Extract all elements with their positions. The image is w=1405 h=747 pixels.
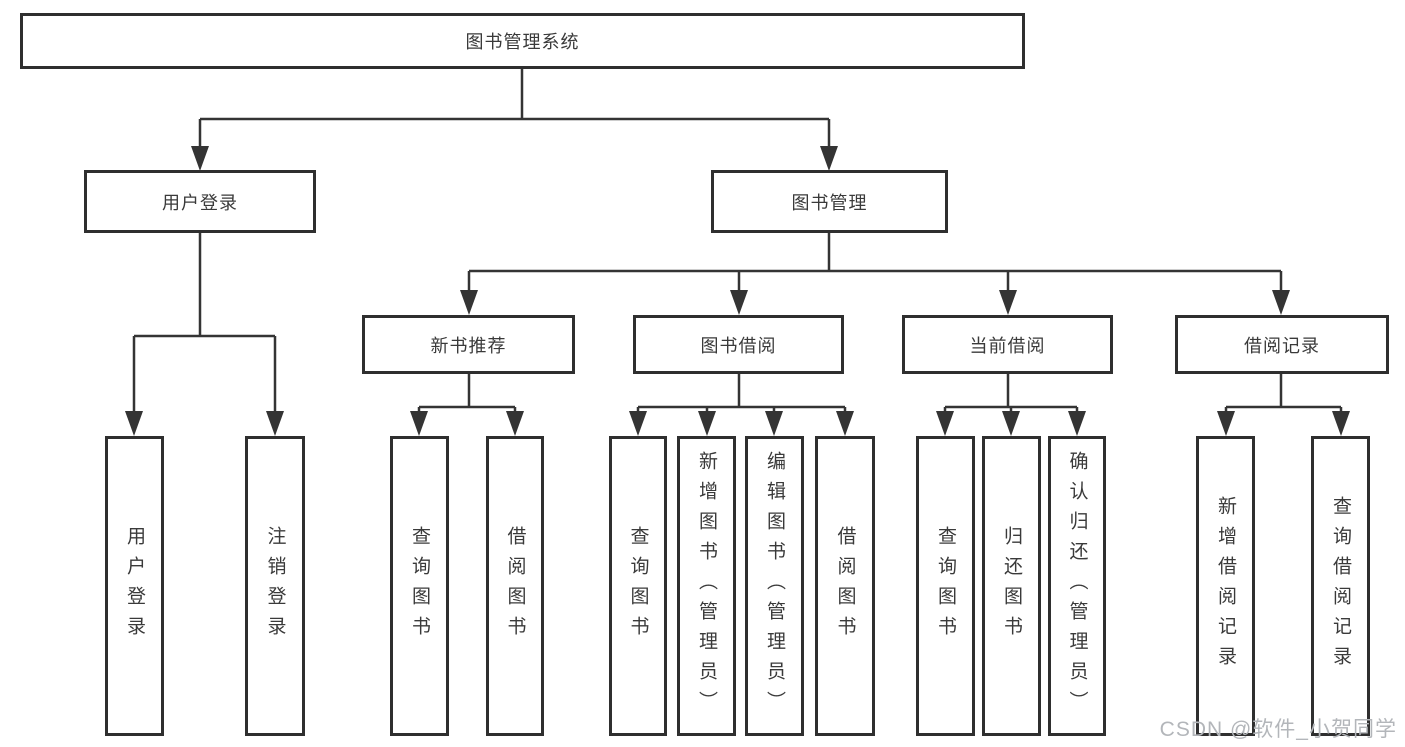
leaf-add-borrow-record: 新增借阅记录	[1196, 436, 1255, 736]
leaf-borrow-books: 借阅图书	[815, 436, 875, 736]
node-borrow-records: 借阅记录	[1175, 315, 1389, 374]
leaf-add-book-admin: 新增图书（管理员）	[677, 436, 736, 736]
leaf-confirm-return-admin: 确认归还（管理员）	[1048, 436, 1106, 736]
node-library-system: 图书管理系统	[20, 13, 1025, 69]
node-user-login: 用户登录	[84, 170, 316, 233]
leaf-edit-book-admin: 编辑图书（管理员）	[745, 436, 804, 736]
leaf-borrow-books-recommend: 借阅图书	[486, 436, 544, 736]
leaf-label: 编辑图书（管理员）	[764, 451, 785, 721]
leaf-label: 查询图书	[409, 526, 430, 646]
leaf-label: 确认归还（管理员）	[1066, 451, 1088, 721]
leaf-label: 查询借阅记录	[1330, 496, 1351, 676]
node-book-management: 图书管理	[711, 170, 948, 233]
node-current-borrow: 当前借阅	[902, 315, 1113, 374]
leaf-return-books: 归还图书	[982, 436, 1041, 736]
leaf-label: 注销登录	[264, 526, 286, 646]
leaf-query-books-recommend: 查询图书	[390, 436, 449, 736]
leaf-user-login: 用户登录	[105, 436, 164, 736]
node-book-borrow: 图书借阅	[633, 315, 844, 374]
leaf-query-borrow-record: 查询借阅记录	[1311, 436, 1370, 736]
leaf-label: 借阅图书	[504, 526, 526, 646]
leaf-query-books-current: 查询图书	[916, 436, 975, 736]
leaf-label: 查询图书	[627, 526, 649, 646]
leaf-label: 归还图书	[1001, 526, 1022, 646]
leaf-label: 用户登录	[124, 526, 145, 646]
leaf-label: 新增图书（管理员）	[696, 451, 717, 721]
node-new-book-recommend: 新书推荐	[362, 315, 575, 374]
csdn-watermark: CSDN @软件_小贺同学	[1159, 718, 1397, 741]
leaf-query-books-borrow: 查询图书	[609, 436, 667, 736]
leaf-label: 查询图书	[935, 526, 956, 646]
leaf-label: 新增借阅记录	[1215, 496, 1236, 676]
leaf-logout: 注销登录	[245, 436, 305, 736]
leaf-label: 借阅图书	[834, 526, 856, 646]
